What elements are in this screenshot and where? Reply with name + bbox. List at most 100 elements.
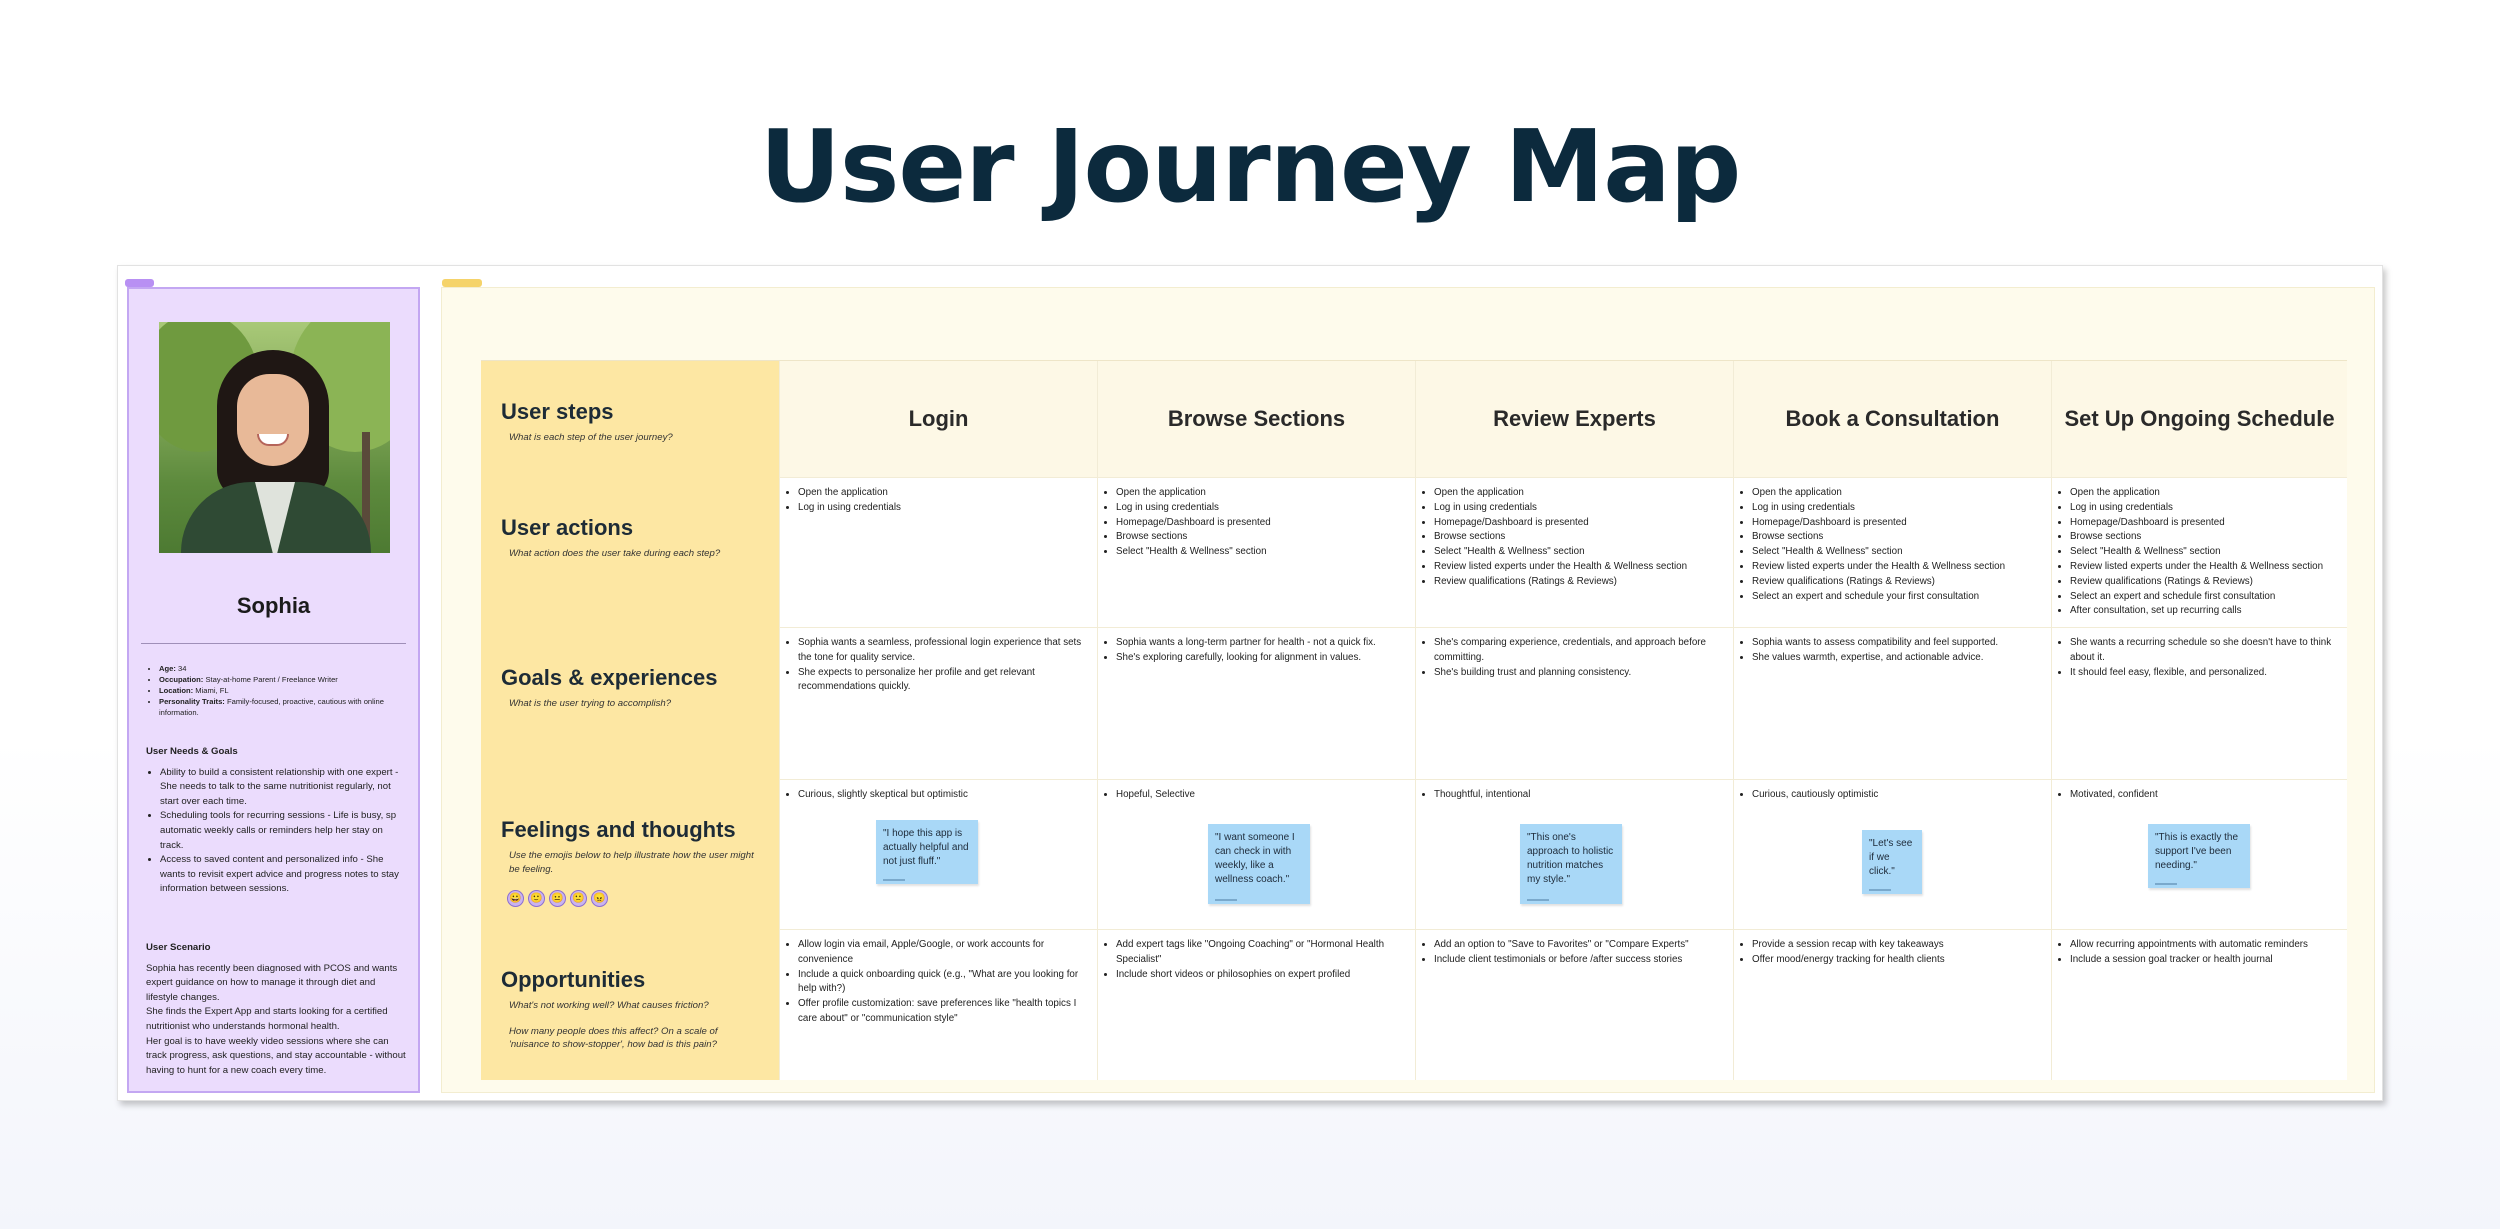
quote-sticky-note[interactable]: "Let's see if we click." — [1862, 830, 1922, 894]
scenario-line: Her goal is to have weekly video session… — [146, 1035, 406, 1076]
opportunities-cell: Allow recurring appointments with automa… — [2051, 929, 2347, 1080]
list-item: Open the application — [2070, 486, 2341, 501]
goals-cell: Sophia wants a long-term partner for hea… — [1097, 627, 1415, 779]
need-item: Access to saved content and personalized… — [160, 853, 408, 897]
persona-photo — [159, 322, 390, 553]
list-item: Add expert tags like "Ongoing Coaching" … — [1116, 938, 1409, 968]
list-item: Open the application — [1116, 486, 1409, 501]
list-item: Select "Health & Wellness" section — [1116, 545, 1409, 560]
list-item: Include a session goal tracker or health… — [2070, 953, 2341, 968]
happy-emoji-icon[interactable]: 🙂 — [528, 890, 545, 907]
list-item: She values warmth, expertise, and action… — [1752, 651, 2045, 666]
list-item: Review qualifications (Ratings & Reviews… — [1434, 575, 1727, 590]
row-header-feelings: Feelings and thoughts Use the emojis bel… — [481, 779, 779, 929]
list-item: Allow recurring appointments with automa… — [2070, 938, 2341, 953]
row-header-user-steps: User steps What is each step of the user… — [481, 361, 779, 477]
scenario-line: She finds the Expert App and starts look… — [146, 1006, 388, 1032]
row-header-user-actions: User actions What action does the user t… — [481, 477, 779, 627]
row-header-goals: Goals & experiences What is the user try… — [481, 627, 779, 779]
quote-sticky-note[interactable]: "This is exactly the support I've been n… — [2148, 824, 2250, 888]
list-item: She expects to personalize her profile a… — [798, 666, 1091, 696]
angry-emoji-icon[interactable]: 😠 — [591, 890, 608, 907]
list-item: Open the application — [1434, 486, 1727, 501]
list-item: She's building trust and planning consis… — [1434, 666, 1727, 681]
list-item: Homepage/Dashboard is presented — [1752, 516, 2045, 531]
list-item: Log in using credentials — [1434, 501, 1727, 516]
very-happy-emoji-icon[interactable]: 😀 — [507, 890, 524, 907]
list-item: Browse sections — [2070, 530, 2341, 545]
goals-cell: She's comparing experience, credentials,… — [1415, 627, 1733, 779]
persona-frame-tag[interactable] — [125, 279, 154, 287]
quote-sticky-note[interactable]: "This one's approach to holistic nutriti… — [1520, 824, 1622, 904]
row-header-opportunities: Opportunities What's not working well? W… — [481, 929, 779, 1080]
list-item: Open the application — [1752, 486, 2045, 501]
persona-divider — [141, 643, 406, 644]
actions-cell: Open the applicationLog in using credent… — [1097, 477, 1415, 627]
actions-cell: Open the applicationLog in using credent… — [1733, 477, 2051, 627]
list-item: Browse sections — [1752, 530, 2045, 545]
feeling-text: Thoughtful, intentional — [1434, 788, 1727, 803]
persona-detail-item: Occupation: Stay-at-home Parent / Freela… — [159, 674, 402, 685]
list-item: She's exploring carefully, looking for a… — [1116, 651, 1409, 666]
opportunities-cell: Add an option to "Save to Favorites" or … — [1415, 929, 1733, 1080]
list-item: Include client testimonials or before /a… — [1434, 953, 1727, 968]
neutral-emoji-icon[interactable]: 😐 — [549, 890, 566, 907]
list-item: Select "Health & Wellness" section — [2070, 545, 2341, 560]
list-item: It should feel easy, flexible, and perso… — [2070, 666, 2341, 681]
need-item: Scheduling tools for recurring sessions … — [160, 809, 408, 853]
scenario-line: Sophia has recently been diagnosed with … — [146, 962, 398, 1003]
journey-frame: User steps What is each step of the user… — [441, 287, 2375, 1093]
opportunities-cell: Provide a session recap with key takeawa… — [1733, 929, 2051, 1080]
goals-cell: Sophia wants to assess compatibility and… — [1733, 627, 2051, 779]
list-item: She wants a recurring schedule so she do… — [2070, 636, 2341, 666]
persona-needs: User Needs & Goals Ability to build a co… — [146, 745, 408, 897]
list-item: Log in using credentials — [798, 501, 1091, 516]
list-item: Homepage/Dashboard is presented — [2070, 516, 2341, 531]
opportunities-cell: Add expert tags like "Ongoing Coaching" … — [1097, 929, 1415, 1080]
list-item: Browse sections — [1434, 530, 1727, 545]
list-item: Review qualifications (Ratings & Reviews… — [2070, 575, 2341, 590]
list-item: Provide a session recap with key takeawa… — [1752, 938, 2045, 953]
list-item: Review listed experts under the Health &… — [1434, 560, 1727, 575]
list-item: Homepage/Dashboard is presented — [1434, 516, 1727, 531]
list-item: Sophia wants to assess compatibility and… — [1752, 636, 2045, 651]
actions-cell: Open the applicationLog in using credent… — [1415, 477, 1733, 627]
list-item: Log in using credentials — [2070, 501, 2341, 516]
goals-cell: Sophia wants a seamless, professional lo… — [779, 627, 1097, 779]
scenario-heading: User Scenario — [146, 942, 211, 953]
list-item: Review listed experts under the Health &… — [2070, 560, 2341, 575]
persona-card: Sophia Age: 34 Occupation: Stay-at-home … — [127, 287, 420, 1093]
feeling-text: Curious, cautiously optimistic — [1752, 788, 2045, 803]
list-item: Browse sections — [1116, 530, 1409, 545]
persona-detail-item: Age: 34 — [159, 663, 402, 674]
list-item: Log in using credentials — [1116, 501, 1409, 516]
persona-details: Age: 34 Occupation: Stay-at-home Parent … — [147, 663, 402, 718]
list-item: After consultation, set up recurring cal… — [2070, 604, 2341, 619]
quote-sticky-note[interactable]: "I want someone I can check in with week… — [1208, 824, 1310, 904]
feeling-text: Curious, slightly skeptical but optimist… — [798, 788, 1091, 803]
list-item: Offer mood/energy tracking for health cl… — [1752, 953, 2045, 968]
step-header: Browse Sections — [1097, 361, 1415, 477]
journey-board: Sophia Age: 34 Occupation: Stay-at-home … — [117, 265, 2383, 1101]
list-item: Offer profile customization: save prefer… — [798, 997, 1091, 1027]
step-header: Book a Consultation — [1733, 361, 2051, 477]
sad-emoji-icon[interactable]: 🙁 — [570, 890, 587, 907]
step-header: Login — [779, 361, 1097, 477]
quote-sticky-note[interactable]: "I hope this app is actually helpful and… — [876, 820, 978, 884]
list-item: Add an option to "Save to Favorites" or … — [1434, 938, 1727, 953]
feelings-cell: Curious, slightly skeptical but optimist… — [779, 779, 1097, 929]
list-item: Log in using credentials — [1752, 501, 2045, 516]
step-header: Review Experts — [1415, 361, 1733, 477]
list-item: Select an expert and schedule first cons… — [2070, 590, 2341, 605]
step-header: Set Up Ongoing Schedule — [2051, 361, 2347, 477]
actions-cell: Open the applicationLog in using credent… — [2051, 477, 2347, 627]
list-item: She's comparing experience, credentials,… — [1434, 636, 1727, 666]
opportunities-cell: Allow login via email, Apple/Google, or … — [779, 929, 1097, 1080]
list-item: Allow login via email, Apple/Google, or … — [798, 938, 1091, 968]
list-item: Review qualifications (Ratings & Reviews… — [1752, 575, 2045, 590]
list-item: Review listed experts under the Health &… — [1752, 560, 2045, 575]
list-item: Select an expert and schedule your first… — [1752, 590, 2045, 605]
need-item: Ability to build a consistent relationsh… — [160, 766, 408, 810]
actions-cell: Open the applicationLog in using credent… — [779, 477, 1097, 627]
journey-frame-tag[interactable] — [442, 279, 482, 287]
